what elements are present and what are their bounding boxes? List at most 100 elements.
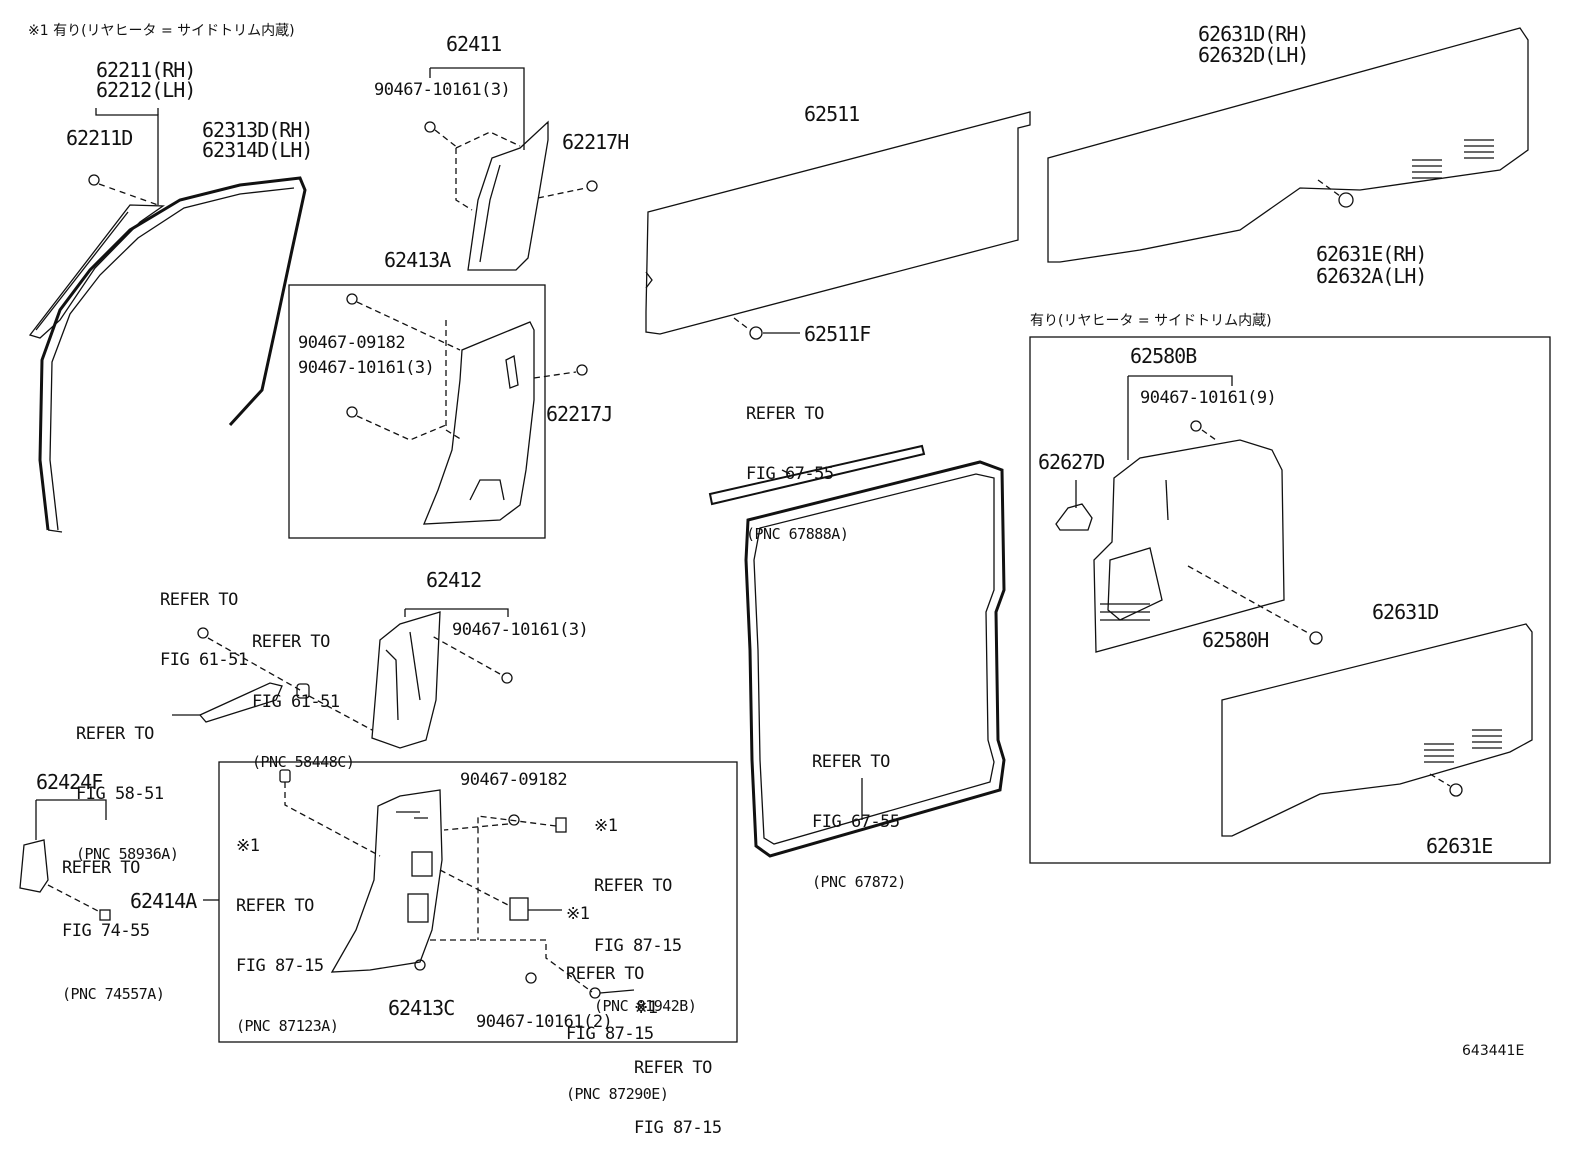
ref-fig-87-15-a: ※1 REFER TO FIG 87-15 (PNC 87123A) — [236, 796, 339, 1056]
ref-fig-74-55: REFER TO FIG 74-55 (PNC 74557A) — [62, 816, 165, 1026]
clip-62217j — [576, 364, 588, 376]
bolt-62413c — [414, 959, 426, 971]
label-62580b: 62580B — [1130, 344, 1197, 368]
bolt-90467-09182b — [508, 814, 520, 826]
ref-fig-61-51-b: REFER TO FIG 61-51 (PNC 58448C) — [252, 592, 355, 792]
bracket-62211 — [95, 108, 159, 205]
pillar-62211 — [28, 204, 165, 339]
bolt-62413a-top — [346, 293, 358, 305]
diagram-id: 643441E — [1462, 1043, 1525, 1059]
label-62627d: 62627D — [1038, 450, 1105, 474]
label-62631e: 62631E — [1426, 834, 1493, 858]
label-62313d-rh: 62313D(RH) — [202, 118, 313, 142]
label-90467-10161-3b: 90467-10161(3) — [298, 358, 435, 378]
ref-line: FIG 87-15 — [634, 1118, 722, 1138]
bolt-62412 — [501, 672, 513, 684]
ref-line: REFER TO — [160, 590, 238, 610]
ref-line: FIG 58-51 — [76, 784, 164, 804]
bracket-62580b — [1127, 375, 1233, 460]
label-62412: 62412 — [426, 568, 482, 592]
ref-line: FIG 67-55 — [746, 464, 834, 484]
ref-fig-61-51-a: REFER TO FIG 61-51 — [160, 550, 248, 690]
ref-line: FIG 87-15 — [566, 1024, 654, 1044]
ref-pnc: (PNC 58448C) — [252, 753, 355, 771]
label-90467-09182b: 90467-09182 — [460, 770, 568, 790]
ref-line: FIG 61-51 — [160, 650, 248, 670]
ref-fig-58-51: REFER TO FIG 58-51 (PNC 58936A) — [76, 684, 179, 884]
ref-pnc: (PNC 67888A) — [746, 525, 849, 543]
ref-pnc: (PNC 74557A) — [62, 985, 165, 1003]
label-90467-10161-3a: 90467-10161(3) — [374, 80, 511, 100]
ref-line: FIG 87-15 — [236, 956, 324, 976]
trim-62412 — [371, 611, 441, 749]
label-62217h: 62217H — [562, 130, 629, 154]
label-62511: 62511 — [804, 102, 860, 126]
ref-line: ※1 — [634, 998, 658, 1018]
label-62411: 62411 — [446, 32, 502, 56]
trim-62411 — [455, 120, 549, 271]
diagram-drawing — [19, 27, 1551, 1043]
clip-62631e-rh — [1338, 192, 1354, 208]
bracket-58936a — [198, 682, 283, 723]
clip-62580h — [1309, 631, 1323, 645]
label-62314d-lh: 62314D(LH) — [202, 138, 313, 162]
ref-line: REFER TO — [594, 876, 672, 896]
panel-62511 — [645, 111, 1031, 335]
ref-line: FIG 74-55 — [62, 921, 150, 941]
bolt-62411a — [424, 121, 436, 133]
ref-pnc: (PNC 58936A) — [76, 845, 179, 863]
weatherstrip-62313d — [38, 176, 307, 533]
ref-line: ※1 — [594, 816, 618, 836]
weatherstrip-67888a — [708, 444, 926, 506]
trim-62580b — [1093, 439, 1285, 653]
label-62217j: 62217J — [546, 402, 613, 426]
ref-fig-87-15-d: ※1 REFER TO FIG 87-15 — [634, 958, 722, 1158]
ref-line: REFER TO — [76, 724, 154, 744]
ref-fig-67-55-b: REFER TO FIG 67-55 (PNC 67872) — [812, 712, 906, 912]
ref-line: REFER TO — [62, 858, 140, 878]
clip-62511f — [749, 326, 763, 340]
box-62413a — [288, 284, 546, 539]
cap-62627d — [1055, 503, 1093, 531]
label-62413a: 62413A — [384, 248, 451, 272]
bolt-62580b — [1190, 420, 1202, 432]
label-62631d-rh: 62631D(RH) — [1198, 22, 1309, 46]
bolt-90467-10161-2 — [525, 972, 537, 984]
bolt-62211d — [88, 174, 100, 186]
label-62413c: 62413C — [388, 996, 455, 1020]
ref-line: ※1 — [566, 904, 590, 924]
ref-line: REFER TO — [746, 404, 824, 424]
label-90467-10161-2: 90467-10161(2) — [476, 1012, 613, 1032]
label-62212-lh: 62212(LH) — [96, 78, 196, 102]
note-right-box: 有り(リヤヒータ = サイドトリム内蔵) — [1030, 313, 1272, 329]
ref-line: FIG 87-15 — [594, 936, 682, 956]
bracket-62412 — [404, 608, 509, 617]
label-62211-rh: 62211(RH) — [96, 58, 196, 82]
ref-line: REFER TO — [812, 752, 890, 772]
label-62632d-lh: 62632D(LH) — [1198, 43, 1309, 67]
label-90467-10161-3c: 90467-10161(3) — [452, 620, 589, 640]
trim-62424f — [19, 839, 111, 921]
clip-58448c — [296, 683, 310, 699]
label-62631d: 62631D — [1372, 600, 1439, 624]
bolt-refer-61-51 — [197, 627, 209, 639]
weatherstrip-67872 — [744, 460, 1006, 858]
ref-line: ※1 — [236, 836, 260, 856]
ref-line: REFER TO — [566, 964, 644, 984]
label-90467-09182a: 90467-09182 — [298, 333, 406, 353]
trim-62413a — [423, 320, 535, 525]
bracket-62411 — [429, 67, 525, 150]
label-62511f: 62511F — [804, 322, 871, 346]
ref-pnc: (PNC 67872) — [812, 873, 906, 891]
trim-62414a — [330, 789, 443, 973]
bolt-62413a-bottom — [346, 406, 358, 418]
bracket-62424f — [35, 799, 107, 840]
label-90467-10161-9: 90467-10161(9) — [1140, 388, 1277, 408]
panel-62631d — [1221, 623, 1533, 837]
ref-fig-67-55-a: REFER TO FIG 67-55 (PNC 67888A) — [746, 364, 849, 564]
label-62631e-rh: 62631E(RH) — [1316, 242, 1427, 266]
ref-pnc: (PNC 81942B) — [594, 997, 697, 1015]
ref-fig-87-15-b: ※1 REFER TO FIG 87-15 (PNC 81942B) — [594, 776, 697, 1036]
connector-87290e — [509, 897, 529, 921]
ref-line: REFER TO — [252, 632, 330, 652]
